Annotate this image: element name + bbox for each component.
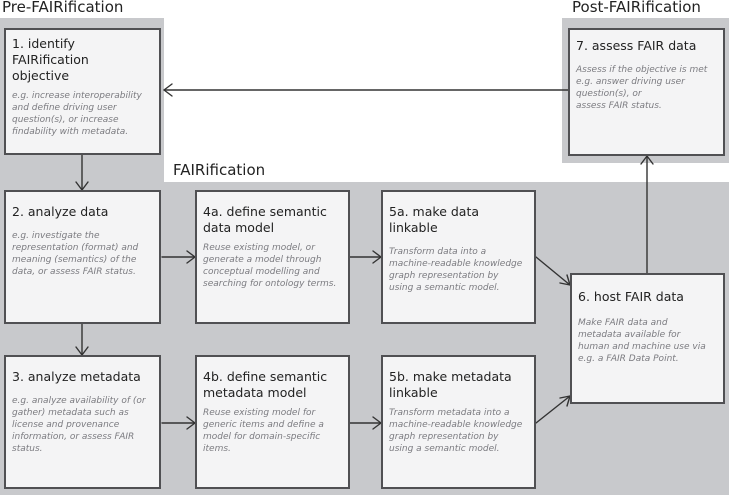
step-5b-description: Transform metadata into a machine-readab… xyxy=(389,408,523,454)
step-2-box: 2. analyze data e.g. investigate the rep… xyxy=(4,190,161,324)
step-3-description: e.g. analyze availability of (or gather)… xyxy=(12,396,146,454)
step-1-description: e.g. increase interoperability and defin… xyxy=(12,91,142,137)
step-7-description: Assess if the objective is met e.g. answ… xyxy=(576,65,708,111)
step-5b-box: 5b. make metadata linkable Transform met… xyxy=(381,355,536,489)
step-1-box: 1. identify FAIRification objective e.g.… xyxy=(4,28,161,155)
step-4b-box: 4b. define semantic metadata model Reuse… xyxy=(195,355,350,489)
step-6-title: 6. host FAIR data xyxy=(578,289,684,304)
step-5a-title: 5a. make data linkable xyxy=(389,204,480,235)
step-4a-box: 4a. define semantic data model Reuse exi… xyxy=(195,190,350,324)
step-7-box: 7. assess FAIR data Assess if the object… xyxy=(568,28,725,156)
step-4b-description: Reuse existing model for generic items a… xyxy=(203,408,324,454)
step-2-title: 2. analyze data xyxy=(12,204,109,219)
step-4a-title: 4a. define semantic data model xyxy=(203,204,327,235)
fairification-title: FAIRification xyxy=(173,161,266,179)
step-5a-description: Transform data into a machine-readable k… xyxy=(389,247,523,293)
step-3-box: 3. analyze metadata e.g. analyze availab… xyxy=(4,355,161,489)
arrowhead-7-to-1 xyxy=(163,83,173,97)
step-3-title: 3. analyze metadata xyxy=(12,369,141,384)
pre-fairification-title: Pre-FAIRification xyxy=(2,0,124,16)
step-6-description: Make FAIR data and metadata available fo… xyxy=(578,318,706,364)
arrow-5a-to-6 xyxy=(535,256,571,286)
step-4a-description: Reuse existing model, or generate a mode… xyxy=(203,243,337,289)
post-fairification-title: Post-FAIRification xyxy=(572,0,701,16)
step-5b-title: 5b. make metadata linkable xyxy=(389,369,512,400)
step-7-title: 7. assess FAIR data xyxy=(576,38,697,53)
step-2-description: e.g. investigate the representation (for… xyxy=(12,231,139,277)
step-5a-box: 5a. make data linkable Transform data in… xyxy=(381,190,536,324)
step-4b-title: 4b. define semantic metadata model xyxy=(203,369,328,400)
arrowhead-6-to-7 xyxy=(640,155,654,165)
step-6-box: 6. host FAIR data Make FAIR data and met… xyxy=(570,273,725,404)
arrow-5b-to-6 xyxy=(535,395,571,424)
step-1-title: 1. identify FAIRification objective xyxy=(12,36,89,83)
